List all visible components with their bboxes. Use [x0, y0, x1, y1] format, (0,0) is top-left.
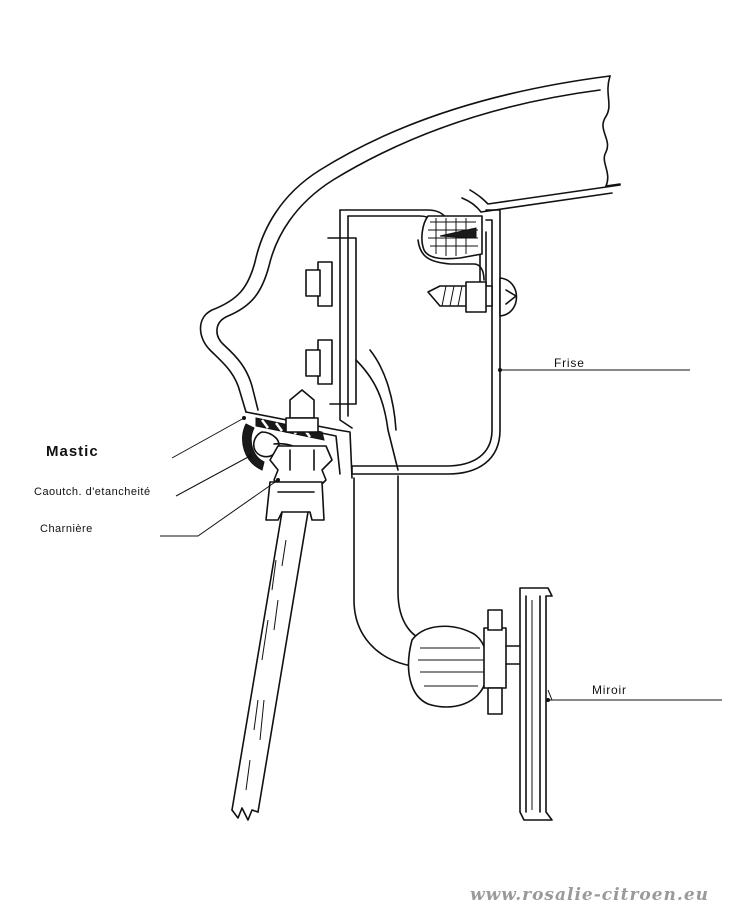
left-mount	[305, 237, 399, 471]
label-frise: Frise	[554, 356, 585, 370]
frise-screw	[427, 277, 518, 317]
label-caoutchouc: Caoutch. d'etancheité	[34, 486, 151, 498]
roof-panel	[199, 75, 621, 413]
label-charniere: Charnière	[40, 523, 93, 535]
hinge-assembly	[242, 389, 353, 521]
label-mastic: Mastic	[46, 443, 99, 460]
top-seal-block	[417, 215, 485, 281]
label-miroir: Miroir	[592, 683, 627, 697]
watermark: www.rosalie-citroen.eu	[470, 885, 709, 905]
window-glass	[231, 511, 309, 821]
mirror-assembly	[353, 475, 553, 821]
leader-lines	[160, 368, 722, 702]
